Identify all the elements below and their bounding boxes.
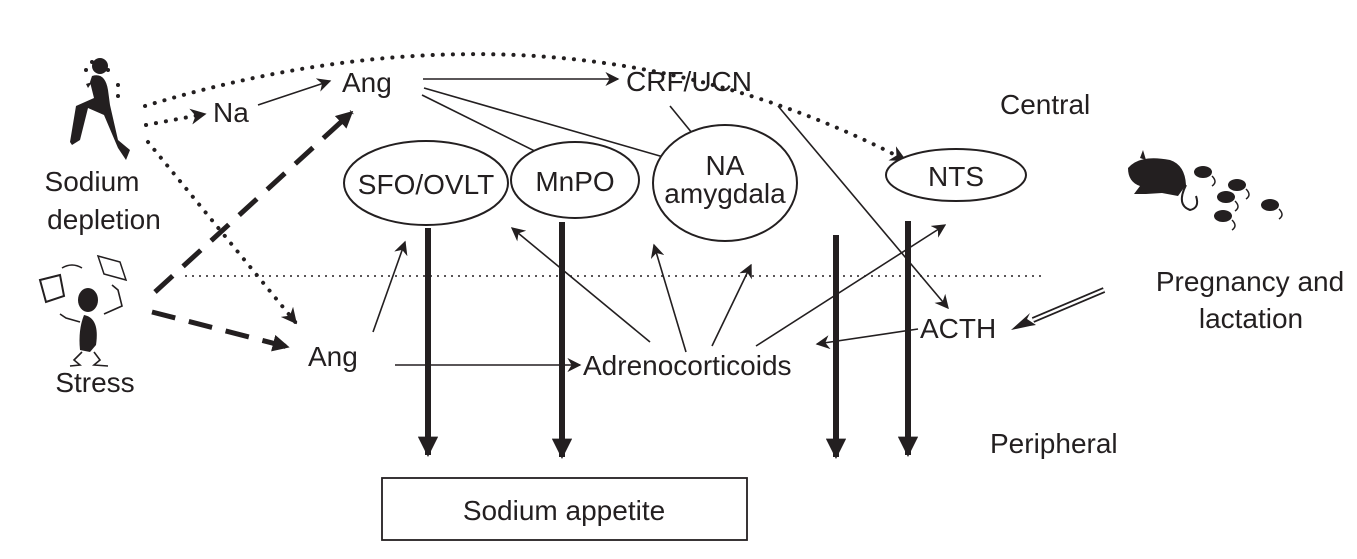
crf-ucn-label: CRF/UCN: [626, 66, 752, 97]
na-amygdala-label-line2: amygdala: [664, 178, 786, 209]
edge-na-to-ang: [257, 78, 332, 106]
stress-label: Stress: [55, 367, 134, 398]
edge-ang-to-sfo: [372, 240, 408, 333]
nts-label: NTS: [928, 161, 984, 192]
edge-depletion-to-na: [144, 108, 207, 127]
sodium-depletion-label-line1: Sodium: [45, 166, 140, 197]
ang-central-label: Ang: [342, 67, 392, 98]
central-region-label: Central: [1000, 89, 1090, 120]
node-sfo-ovlt: SFO/OVLT: [343, 140, 509, 226]
edge-adreno-to-mnpo: [650, 243, 687, 353]
runner-icon: [70, 58, 130, 160]
sodium-depletion-label-line2: depletion: [47, 204, 161, 235]
sfo-ovlt-label: SFO/OVLT: [358, 169, 494, 200]
peripheral-region-label: Peripheral: [990, 428, 1118, 459]
node-mnpo: MnPO: [510, 141, 640, 219]
edge-depletion-to-nts: [143, 52, 907, 162]
edge-stress-to-ang-central: [153, 110, 354, 294]
adrenocorticoids-label: Adrenocorticoids: [583, 350, 792, 381]
edge-adreno-to-sfo: [510, 227, 651, 343]
node-na-amygdala: NA amygdala: [652, 124, 798, 242]
edge-crf-to-acth: [777, 105, 949, 310]
edge-acth-to-adreno: [815, 328, 919, 350]
na-label: Na: [213, 97, 249, 128]
na-amygdala-label-line1: NA: [706, 150, 745, 181]
edge-pregnancy-to-acth: [1011, 287, 1106, 330]
pregnancy-label-line2: lactation: [1199, 303, 1303, 334]
edge-depletion-to-ang-peripheral: [146, 140, 298, 325]
node-nts: NTS: [885, 148, 1027, 202]
ang-peripheral-label: Ang: [308, 341, 358, 372]
mnpo-label: MnPO: [535, 166, 614, 197]
sodium-appetite-label: Sodium appetite: [463, 495, 665, 526]
rat-with-pups-icon: [1128, 150, 1283, 231]
edge-adreno-to-amygdala: [711, 263, 752, 347]
pregnancy-label-line1: Pregnancy and: [1156, 266, 1344, 297]
acth-label: ACTH: [920, 313, 996, 344]
edge-stress-to-ang-peripheral: [151, 309, 290, 352]
sodium-appetite-box: Sodium appetite: [381, 477, 748, 541]
stressed-person-icon: [38, 254, 128, 367]
edge-adreno-to-nts: [755, 224, 947, 347]
